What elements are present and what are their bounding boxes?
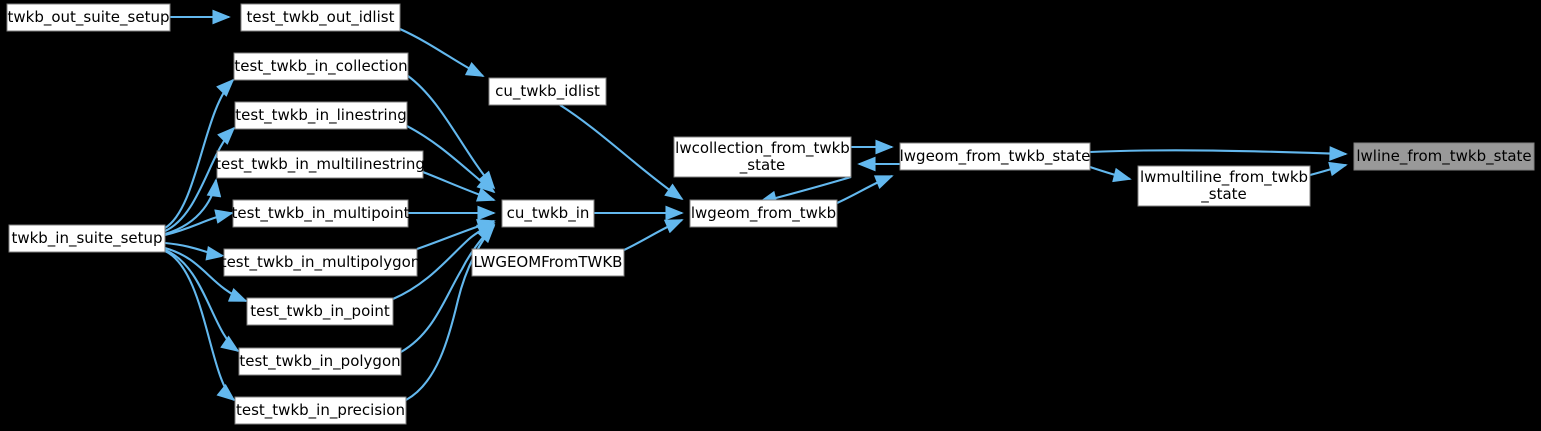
edge-test_twkb_in_multilinestring-to-cu_twkb_in <box>422 171 496 202</box>
node-box-test_twkb_in_multilinestring[interactable] <box>216 150 424 179</box>
node-box-test_twkb_out_idlist[interactable] <box>240 3 401 32</box>
node-label-test_twkb_in_linestring: test_twkb_in_linestring <box>235 106 406 125</box>
node-label-cu_twkb_in: cu_twkb_in <box>507 204 590 223</box>
node-label-LWGEOMFromTWKB: LWGEOMFromTWKB <box>474 253 623 271</box>
node-label-lwgeom_from_twkb_state: lwgeom_from_twkb_state <box>900 147 1091 166</box>
node-label-test_twkb_in_polygon: test_twkb_in_polygon <box>239 352 400 371</box>
node-box-cu_twkb_idlist[interactable] <box>488 77 607 106</box>
node-label-test_twkb_in_collection: test_twkb_in_collection <box>234 57 407 76</box>
node-test_twkb_in_multilinestring[interactable]: test_twkb_in_multilinestring <box>215 150 425 179</box>
node-label-lwmultiline_from_twkb_state: _state <box>1200 185 1247 204</box>
edge-test_twkb_out_idlist-to-cu_twkb_idlist <box>399 28 485 77</box>
node-box-test_twkb_in_multipolygon[interactable] <box>223 248 418 277</box>
node-box-lwgeom_from_twkb[interactable] <box>689 199 838 228</box>
node-test_twkb_in_point[interactable]: test_twkb_in_point <box>246 297 394 326</box>
edge-layer <box>164 9 1348 402</box>
node-test_twkb_out_idlist[interactable]: test_twkb_out_idlist <box>240 3 401 32</box>
node-LWGEOMFromTWKB[interactable]: LWGEOMFromTWKB <box>471 248 625 277</box>
edge-twkb_in_suite_setup-to-test_twkb_in_polygon <box>164 249 240 353</box>
node-box-cu_twkb_in[interactable] <box>501 199 595 228</box>
node-box-twkb_out_suite_setup[interactable] <box>6 3 171 32</box>
node-label-test_twkb_in_multipolygon: test_twkb_in_multipolygon <box>221 253 421 272</box>
edge-twkb_in_suite_setup-to-test_twkb_in_point <box>164 246 248 302</box>
edge-test_twkb_in_collection-to-cu_twkb_in <box>407 75 496 190</box>
node-test_twkb_in_collection[interactable]: test_twkb_in_collection <box>233 52 409 81</box>
edge-lwmultiline_from_twkb_state-to-lwline_from_twkb_state <box>1309 161 1348 177</box>
edge-twkb_in_suite_setup-to-test_twkb_in_multipoint <box>164 209 234 237</box>
node-box-LWGEOMFromTWKB[interactable] <box>471 248 625 277</box>
edge-lwgeom_from_twkb_state-to-lwline_from_twkb_state <box>1089 146 1348 161</box>
node-box-twkb_in_suite_setup[interactable] <box>8 224 166 253</box>
node-label-lwcollection_from_twkb_state: lwcollection_from_twkb <box>675 139 850 158</box>
node-lwmultiline_from_twkb_state[interactable]: lwmultiline_from_twkb_state <box>1137 165 1311 207</box>
edge-LWGEOMFromTWKB-to-lwgeom_from_twkb <box>623 219 684 251</box>
node-lwline_from_twkb_state[interactable]: lwline_from_twkb_state <box>1353 142 1535 171</box>
node-test_twkb_in_linestring[interactable]: test_twkb_in_linestring <box>234 101 408 130</box>
node-box-lwgeom_from_twkb_state[interactable] <box>899 142 1091 171</box>
node-box-test_twkb_in_point[interactable] <box>246 297 394 326</box>
node-test_twkb_in_multipoint[interactable]: test_twkb_in_multipoint <box>232 199 410 228</box>
node-box-test_twkb_in_collection[interactable] <box>233 52 409 81</box>
node-label-lwmultiline_from_twkb_state: lwmultiline_from_twkb <box>1140 168 1308 187</box>
node-box-lwcollection_from_twkb_state[interactable] <box>673 136 852 178</box>
node-label-test_twkb_in_multilinestring: test_twkb_in_multilinestring <box>215 155 425 174</box>
node-layer: twkb_out_suite_setup test_twkb_out_idlist… <box>6 3 1535 425</box>
node-box-test_twkb_in_precision[interactable] <box>234 396 407 425</box>
node-label-cu_twkb_idlist: cu_twkb_idlist <box>495 82 600 101</box>
edge-twkb_in_suite_setup-to-test_twkb_in_collection <box>164 78 235 229</box>
node-cu_twkb_idlist[interactable]: cu_twkb_idlist <box>488 77 607 106</box>
node-box-test_twkb_in_linestring[interactable] <box>234 101 408 130</box>
node-test_twkb_in_precision[interactable]: test_twkb_in_precision <box>234 396 407 425</box>
node-label-test_twkb_in_multipoint: test_twkb_in_multipoint <box>232 204 410 223</box>
edge-lwgeom_from_twkb_state-to-lwmultiline_from_twkb_state <box>1089 166 1132 183</box>
node-box-test_twkb_in_polygon[interactable] <box>238 347 402 376</box>
node-box-lwline_from_twkb_state[interactable] <box>1353 142 1535 171</box>
node-label-lwcollection_from_twkb_state: _state <box>739 156 786 175</box>
node-lwgeom_from_twkb[interactable]: lwgeom_from_twkb <box>689 199 838 228</box>
edge-twkb_in_suite_setup-to-test_twkb_in_linestring <box>164 126 236 232</box>
edge-cu_twkb_idlist-to-lwgeom_from_twkb <box>559 104 684 201</box>
node-label-test_twkb_out_idlist: test_twkb_out_idlist <box>247 8 395 27</box>
edge-twkb_in_suite_setup-to-test_twkb_in_multipolygon <box>164 241 225 261</box>
node-label-test_twkb_in_precision: test_twkb_in_precision <box>236 401 405 420</box>
node-label-test_twkb_in_point: test_twkb_in_point <box>250 302 390 321</box>
node-box-test_twkb_in_multipoint[interactable] <box>232 199 409 228</box>
edge-twkb_in_suite_setup-to-test_twkb_in_precision <box>164 250 236 402</box>
node-twkb_out_suite_setup[interactable]: twkb_out_suite_setup <box>6 3 171 32</box>
edge-twkb_in_suite_setup-to-test_twkb_in_multilinestring <box>164 178 222 236</box>
node-twkb_in_suite_setup[interactable]: twkb_in_suite_setup <box>8 224 166 253</box>
edge-test_twkb_in_linestring-to-cu_twkb_in <box>406 125 496 194</box>
node-lwcollection_from_twkb_state[interactable]: lwcollection_from_twkb_state <box>673 136 852 178</box>
node-label-twkb_out_suite_setup: twkb_out_suite_setup <box>8 8 170 27</box>
node-cu_twkb_in[interactable]: cu_twkb_in <box>501 199 595 228</box>
node-test_twkb_in_polygon[interactable]: test_twkb_in_polygon <box>238 347 402 376</box>
node-box-lwmultiline_from_twkb_state[interactable] <box>1137 165 1311 207</box>
edge-test_twkb_in_precision-to-cu_twkb_in <box>405 224 496 401</box>
edge-lwgeom_from_twkb-to-lwgeom_from_twkb_state <box>836 175 894 204</box>
node-label-twkb_in_suite_setup: twkb_in_suite_setup <box>11 229 162 248</box>
node-label-lwgeom_from_twkb: lwgeom_from_twkb <box>691 204 836 223</box>
edge-test_twkb_in_multipolygon-to-cu_twkb_in <box>416 219 496 250</box>
node-lwgeom_from_twkb_state[interactable]: lwgeom_from_twkb_state <box>899 142 1091 171</box>
edge-lwcollection_from_twkb_state-to-lwgeom_from_twkb <box>758 175 852 206</box>
node-test_twkb_in_multipolygon[interactable]: test_twkb_in_multipolygon <box>221 248 421 277</box>
node-label-lwline_from_twkb_state: lwline_from_twkb_state <box>1356 147 1531 166</box>
